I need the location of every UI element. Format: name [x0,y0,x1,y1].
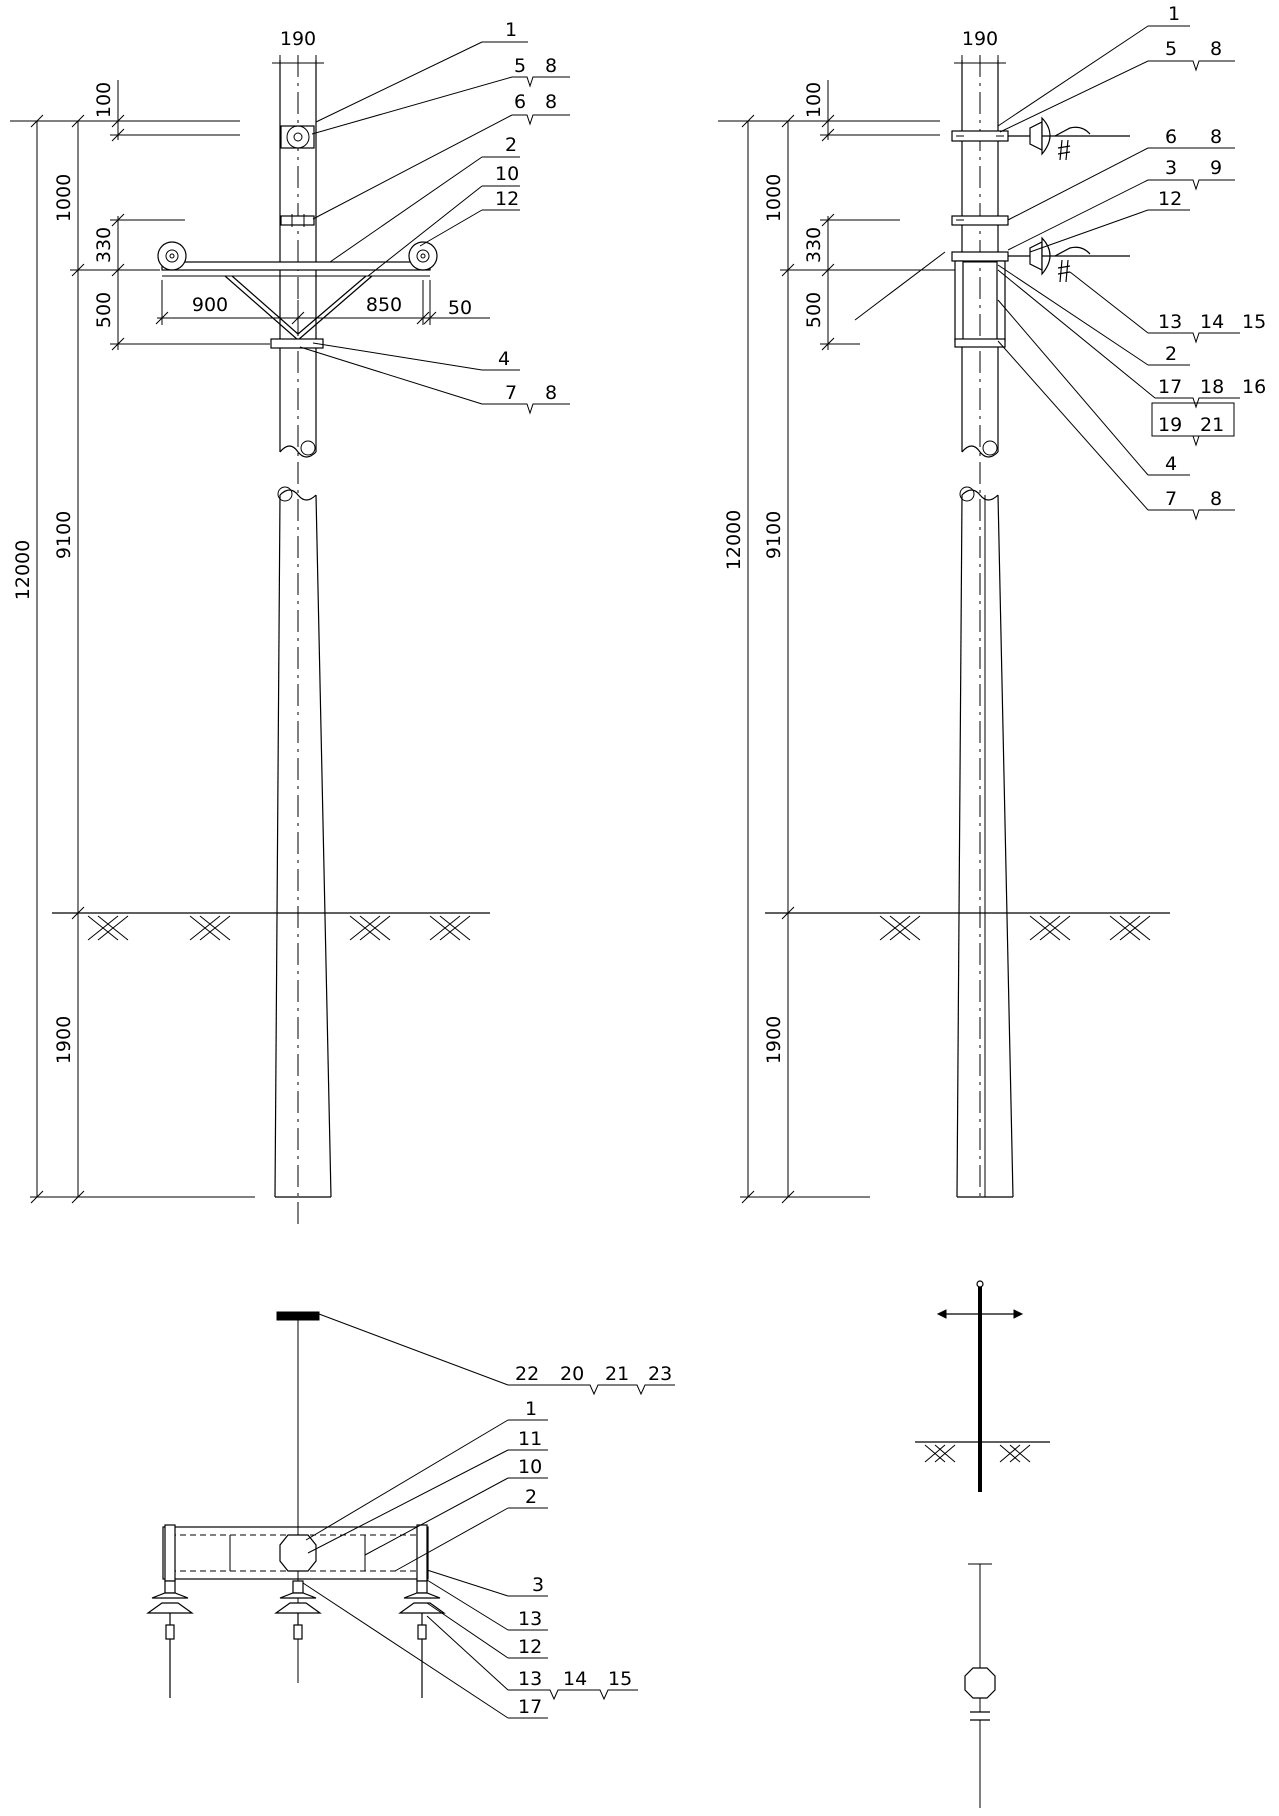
r-dim-9100: 9100 [763,511,785,559]
r-dim-100: 100 [803,82,825,118]
r-callout-5: 5 [1165,38,1177,60]
plan-insulator-right [398,1580,446,1698]
callout-4: 4 [498,348,510,370]
p-callout-22: 22 [515,1363,539,1385]
lower-clamp [270,338,324,349]
r-callout-3: 3 [1165,157,1177,179]
arm-band [951,251,1009,262]
right-elevation: 12000 9100 1900 1000 330 500 100 190 [718,3,1266,1204]
r-callout-17: 17 [1158,376,1182,398]
dim-1900: 1900 [53,1016,75,1064]
dim-900: 900 [192,294,228,316]
r-callout-5-8: 8 [1210,38,1222,60]
p-callout-14: 14 [563,1668,587,1690]
callout-7: 7 [505,382,517,404]
dim-190: 190 [280,28,316,50]
p-callout-15: 15 [608,1668,632,1690]
callout-5: 5 [514,55,526,77]
dim-9100: 9100 [53,511,75,559]
r-callout-12: 12 [1158,188,1182,210]
pole-plan-symbol [964,1563,996,1808]
p-callout-13b: 13 [518,1668,542,1690]
r-callout-6-8: 8 [1210,126,1222,148]
r-dim-500: 500 [803,292,825,328]
r-dim-330: 330 [803,227,825,263]
p-callout-13: 13 [518,1608,542,1630]
pole-break-symbol [300,440,316,456]
p-callout-11: 11 [518,1428,542,1450]
dim-12000: 12000 [12,540,34,600]
callout-1: 1 [505,19,517,41]
dim-330: 330 [93,227,115,263]
r-callout-21: 21 [1200,414,1224,436]
r-callout-15: 15 [1242,311,1266,333]
p-callout-10: 10 [518,1456,542,1478]
r-dim-190: 190 [962,28,998,50]
p-callout-17: 17 [518,1696,542,1718]
dim-100: 100 [93,82,115,118]
p-callout-21: 21 [605,1363,629,1385]
plan-view: 22 20 21 23 1 11 10 2 3 13 12 13 14 15 1… [146,1311,675,1719]
p-callout-20: 20 [560,1363,584,1385]
r-dim-12000: 12000 [723,510,745,570]
callout-5-8: 8 [545,55,557,77]
plan-pole-section [279,1534,317,1572]
p-callout-3: 3 [532,1574,544,1596]
r-callout-3-9: 9 [1210,157,1222,179]
r-dim-1000: 1000 [763,174,785,222]
plan-top-bar [276,1311,320,1321]
dim-1000: 1000 [53,174,75,222]
callout-10: 10 [495,163,519,185]
r-callout-19: 19 [1158,414,1182,436]
r-callout-1: 1 [1168,3,1180,25]
plan-insulator-left [146,1580,194,1698]
r-callout-7: 7 [1165,488,1177,510]
r-callout-2: 2 [1165,343,1177,365]
callout-6: 6 [514,91,526,113]
p-callout-1: 1 [525,1398,537,1420]
dim-500: 500 [93,292,115,328]
callout-12: 12 [495,188,519,210]
insulator-left [157,241,187,271]
dim-50: 50 [448,297,472,319]
r-callout-13: 13 [1158,311,1182,333]
callout-2: 2 [505,134,517,156]
insulator-right [408,241,438,271]
callout-6-8: 8 [545,91,557,113]
plan-insulator-center [274,1580,322,1640]
pole-symbol [915,1280,1050,1492]
p-callout-2: 2 [525,1486,537,1508]
callout-7-8: 8 [545,382,557,404]
cross-arm [161,261,431,271]
r-callout-7-8: 8 [1210,488,1222,510]
r-callout-16: 16 [1242,376,1266,398]
r-dim-1900: 1900 [763,1016,785,1064]
r-callout-4: 4 [1165,453,1177,475]
r-callout-6: 6 [1165,126,1177,148]
dim-850: 850 [366,294,402,316]
r-callout-14: 14 [1200,311,1224,333]
p-callout-23: 23 [648,1363,672,1385]
left-elevation: 12000 9100 1900 1000 330 500 100 190 900… [10,19,570,1225]
r-callout-18: 18 [1200,376,1224,398]
p-callout-12: 12 [518,1636,542,1658]
